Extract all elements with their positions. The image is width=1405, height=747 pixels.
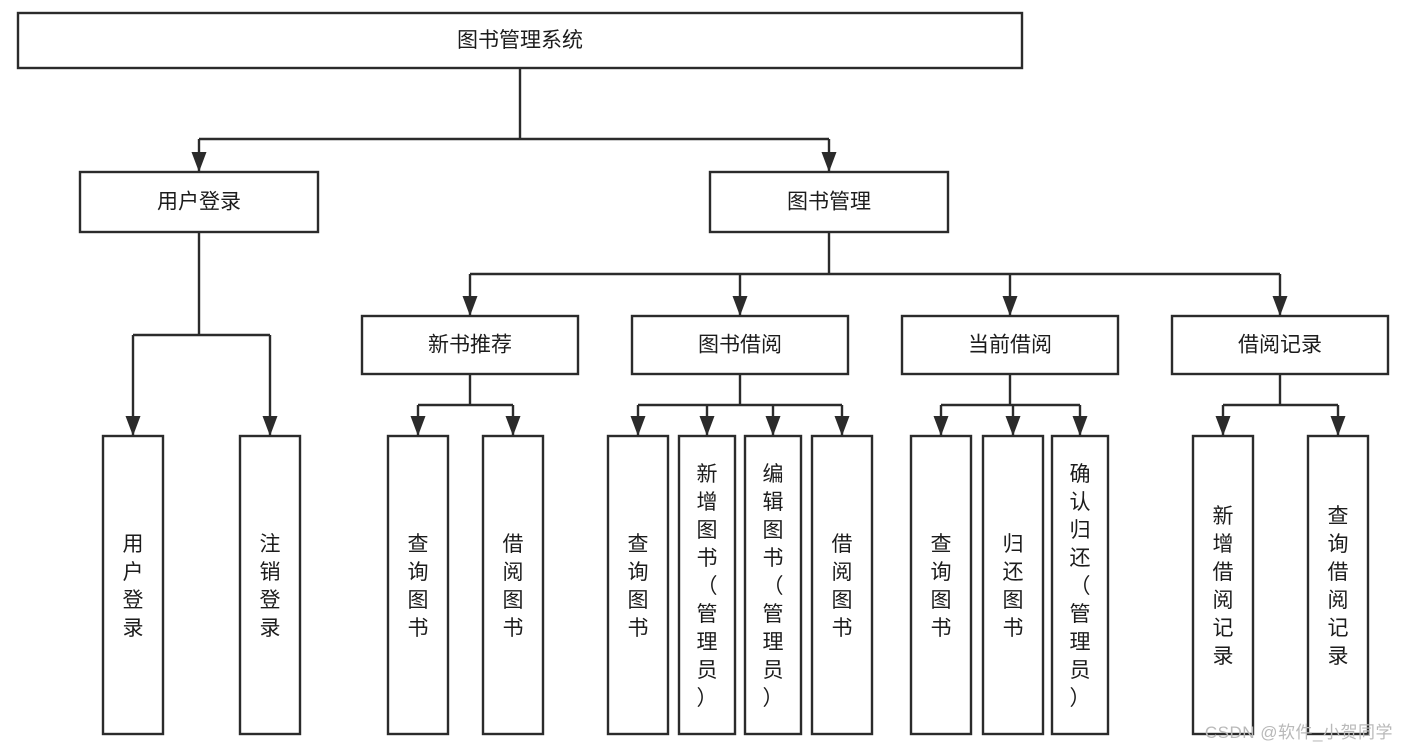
node-label: 新增借阅记录 bbox=[1213, 505, 1234, 668]
node-label: 用户登录 bbox=[157, 191, 241, 214]
arrow-head-icon bbox=[834, 416, 850, 436]
arrow-head-icon bbox=[630, 416, 646, 436]
node-label: 编辑图书（管理员） bbox=[763, 463, 784, 710]
arrow-head-icon bbox=[1002, 296, 1018, 316]
node-label: 借阅图书 bbox=[503, 533, 524, 640]
arrow-head-icon bbox=[1005, 416, 1021, 436]
node-box[interactable] bbox=[606, 434, 670, 736]
node-a11[interactable]: 确认归还（管理员） bbox=[1050, 434, 1110, 736]
node-label: 图书借阅 bbox=[698, 334, 782, 357]
node-label: 借阅图书 bbox=[832, 533, 853, 640]
node-box[interactable] bbox=[1050, 434, 1110, 736]
node-box[interactable] bbox=[630, 314, 850, 376]
node-label: 查询图书 bbox=[931, 533, 952, 640]
node-box[interactable] bbox=[101, 434, 165, 736]
node-box[interactable] bbox=[360, 314, 580, 376]
node-newbook[interactable]: 新书推荐 bbox=[360, 314, 580, 376]
node-label: 用户登录 bbox=[123, 533, 144, 640]
node-box[interactable] bbox=[238, 434, 302, 736]
node-box[interactable] bbox=[677, 434, 737, 736]
arrow-head-icon bbox=[1072, 416, 1088, 436]
node-box[interactable] bbox=[481, 434, 545, 736]
node-label: 图书管理系统 bbox=[457, 29, 583, 52]
arrow-head-icon bbox=[462, 296, 478, 316]
node-box[interactable] bbox=[1191, 434, 1255, 736]
node-box[interactable] bbox=[16, 11, 1024, 70]
node-box[interactable] bbox=[78, 170, 320, 234]
node-borrow[interactable]: 图书借阅 bbox=[630, 314, 850, 376]
node-label: 归还图书 bbox=[1003, 533, 1024, 640]
node-label: 当前借阅 bbox=[968, 334, 1052, 357]
node-box[interactable] bbox=[981, 434, 1045, 736]
node-a2[interactable]: 注销登录 bbox=[238, 434, 302, 736]
arrow-head-icon bbox=[765, 416, 781, 436]
node-a5[interactable]: 查询图书 bbox=[606, 434, 670, 736]
arrow-head-icon bbox=[933, 416, 949, 436]
node-box[interactable] bbox=[810, 434, 874, 736]
node-box[interactable] bbox=[1306, 434, 1370, 736]
node-label: 新增图书（管理员） bbox=[697, 463, 718, 710]
arrow-head-icon bbox=[410, 416, 426, 436]
node-label: 确认归还（管理员） bbox=[1070, 463, 1091, 710]
arrow-head-icon bbox=[821, 152, 837, 172]
node-a7[interactable]: 编辑图书（管理员） bbox=[743, 434, 803, 736]
node-box[interactable] bbox=[900, 314, 1120, 376]
node-a1[interactable]: 用户登录 bbox=[101, 434, 165, 736]
node-login[interactable]: 用户登录 bbox=[78, 170, 320, 234]
node-layer: 图书管理系统用户登录图书管理新书推荐图书借阅当前借阅借阅记录用户登录注销登录查询… bbox=[16, 11, 1390, 736]
watermark-text: CSDN @软件_小贺同学 bbox=[1204, 723, 1393, 742]
node-label: 查询图书 bbox=[628, 533, 649, 640]
node-label: 图书管理 bbox=[787, 191, 871, 214]
node-box[interactable] bbox=[386, 434, 450, 736]
arrow-head-icon bbox=[699, 416, 715, 436]
node-box[interactable] bbox=[708, 170, 950, 234]
arrow-head-icon bbox=[732, 296, 748, 316]
node-a6[interactable]: 新增图书（管理员） bbox=[677, 434, 737, 736]
node-label: 新书推荐 bbox=[428, 334, 512, 357]
arrow-head-icon bbox=[505, 416, 521, 436]
arrow-head-icon bbox=[262, 416, 278, 436]
arrow-head-icon bbox=[1272, 296, 1288, 316]
node-a10[interactable]: 归还图书 bbox=[981, 434, 1045, 736]
node-a9[interactable]: 查询图书 bbox=[909, 434, 973, 736]
node-current[interactable]: 当前借阅 bbox=[900, 314, 1120, 376]
node-label: 借阅记录 bbox=[1238, 334, 1322, 357]
node-box[interactable] bbox=[1170, 314, 1390, 376]
node-a13[interactable]: 查询借阅记录 bbox=[1306, 434, 1370, 736]
arrow-head-icon bbox=[1330, 416, 1346, 436]
node-box[interactable] bbox=[743, 434, 803, 736]
node-label: 查询图书 bbox=[408, 533, 429, 640]
arrow-head-icon bbox=[191, 152, 207, 172]
node-a12[interactable]: 新增借阅记录 bbox=[1191, 434, 1255, 736]
node-label: 注销登录 bbox=[260, 533, 281, 640]
node-a8[interactable]: 借阅图书 bbox=[810, 434, 874, 736]
node-bookmgmt[interactable]: 图书管理 bbox=[708, 170, 950, 234]
node-label: 查询借阅记录 bbox=[1328, 505, 1349, 668]
arrow-head-icon bbox=[1215, 416, 1231, 436]
node-a4[interactable]: 借阅图书 bbox=[481, 434, 545, 736]
node-root[interactable]: 图书管理系统 bbox=[16, 11, 1024, 70]
node-box[interactable] bbox=[909, 434, 973, 736]
node-records[interactable]: 借阅记录 bbox=[1170, 314, 1390, 376]
connector-layer bbox=[125, 68, 1346, 436]
node-a3[interactable]: 查询图书 bbox=[386, 434, 450, 736]
arrow-head-icon bbox=[125, 416, 141, 436]
